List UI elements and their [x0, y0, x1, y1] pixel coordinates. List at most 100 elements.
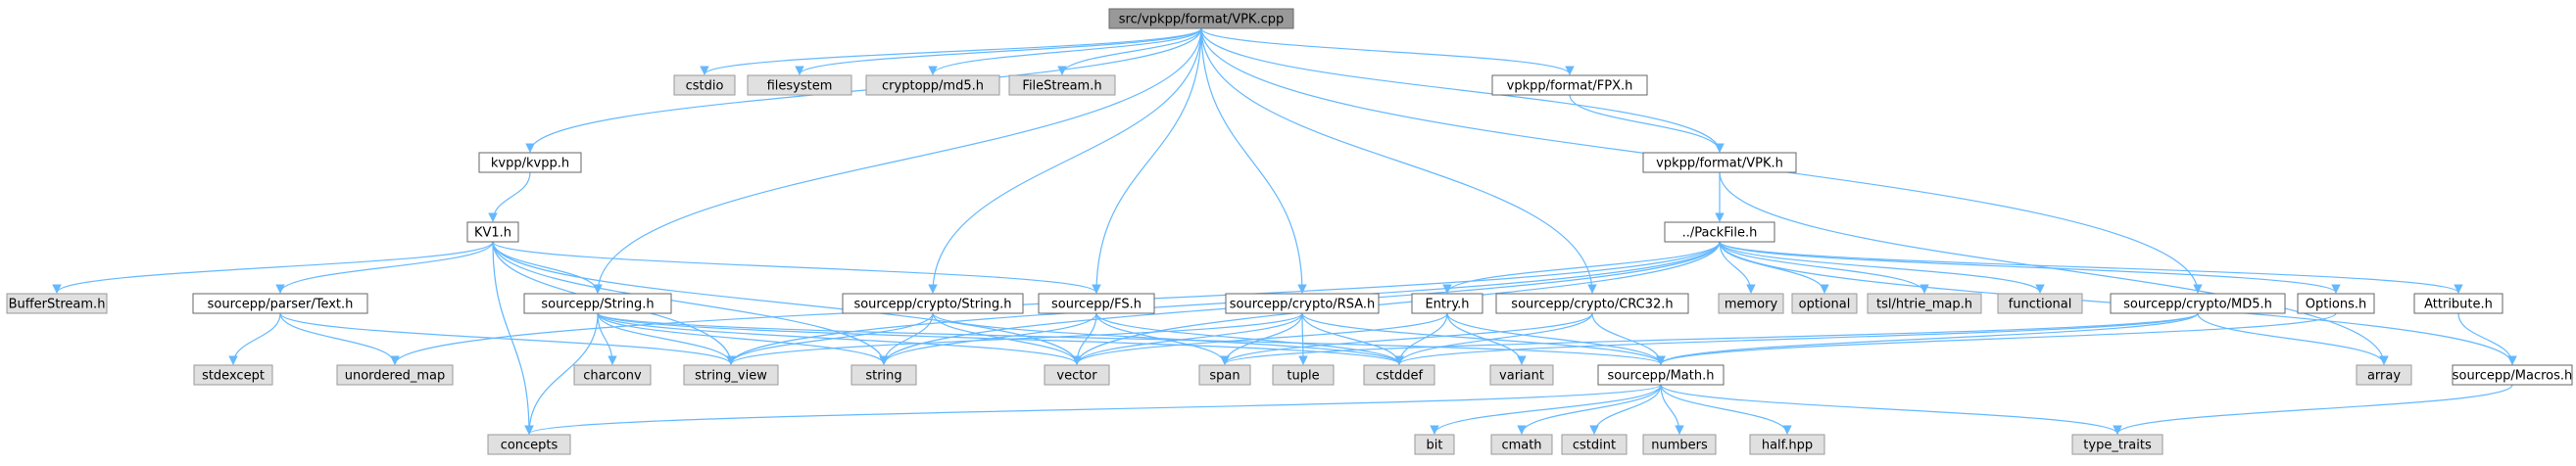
node-label: tuple [1287, 369, 1319, 384]
node-label: functional [2009, 298, 2072, 312]
node-label: variant [1499, 369, 1544, 384]
include-edge-crypto_string-to-string_view [726, 312, 934, 365]
node-box [673, 74, 736, 96]
include-edge-entry_h-to-vector [1072, 312, 1448, 365]
node-box [1038, 293, 1155, 314]
node-label: cmath [1501, 439, 1541, 453]
include-edge-vpk_cpp-to-filesystem [795, 27, 1202, 75]
node-sp_string[interactable]: sourcepp/String.h [523, 293, 672, 314]
node-label: vpkpp/format/VPK.h [1656, 157, 1783, 171]
node-box [2413, 293, 2503, 314]
node-cstdint: cstdint [1561, 434, 1628, 455]
node-kv1_h[interactable]: KV1.h [466, 221, 519, 243]
node-label: bit [1427, 439, 1443, 453]
node-rsa_h[interactable]: sourcepp/crypto/RSA.h [1225, 293, 1380, 314]
node-vpk_h[interactable]: vpkpp/format/VPK.h [1642, 152, 1797, 173]
node-cstddef: cstddef [1363, 364, 1435, 386]
node-box [1642, 434, 1717, 455]
node-fs_h[interactable]: sourcepp/FS.h [1038, 293, 1155, 314]
node-unordered_map: unordered_map [336, 364, 454, 386]
include-edge-sp_string-to-charconv [597, 312, 617, 365]
node-label: BufferStream.h [9, 298, 106, 312]
node-htrie: tsl/htrie_map.h [1867, 293, 1982, 314]
node-label: half.hpp [1762, 439, 1813, 453]
node-crypto_string[interactable]: sourcepp/crypto/String.h [842, 293, 1024, 314]
node-label: sourcepp/FS.h [1051, 298, 1142, 312]
include-edge-math_h-to-concepts [524, 384, 1662, 435]
include-edge-kv1_h-to-fs_h [492, 241, 1101, 294]
include-edge-packfile_h-to-memory [1719, 241, 1756, 294]
include-edge-sp_string-to-string_view [597, 312, 736, 365]
node-options_h[interactable]: Options.h [2297, 293, 2375, 314]
node-entry_h[interactable]: Entry.h [1411, 293, 1483, 314]
node-box [466, 221, 519, 243]
node-math_h[interactable]: sourcepp/Math.h [1597, 364, 1725, 386]
node-box [1997, 293, 2083, 314]
node-label: numbers [1651, 439, 1708, 453]
include-edge-vpk_cpp-to-fs_h [1092, 27, 1202, 294]
node-variant: variant [1489, 364, 1554, 386]
include-edge-rsa_h-to-tuple [1298, 312, 1308, 365]
node-filestream: FileStream.h [1008, 74, 1116, 96]
include-edge-parser_text-to-string_view [279, 312, 736, 365]
node-label: concepts [501, 439, 559, 453]
include-edge-fs_h-to-span [1095, 312, 1230, 365]
node-macros_h[interactable]: sourcepp/Macros.h [2452, 364, 2573, 386]
node-concepts: concepts [487, 434, 571, 455]
node-label: vector [1056, 369, 1097, 384]
node-type_traits: type_traits [2071, 434, 2163, 455]
include-edge-kv1_h-to-string [492, 241, 889, 365]
include-edge-math_h-to-cmath [1517, 384, 1662, 435]
node-box [747, 74, 852, 96]
node-crc32_h[interactable]: sourcepp/crypto/CRC32.h [1495, 293, 1689, 314]
node-box [1749, 434, 1825, 455]
node-label: array [2367, 369, 2401, 384]
include-edge-vpk_cpp-to-fpx_h [1200, 27, 1575, 75]
node-md5: cryptopp/md5.h [865, 74, 1000, 96]
node-box [1597, 364, 1725, 386]
node-attribute_h[interactable]: Attribute.h [2413, 293, 2503, 314]
node-array: array [2356, 364, 2412, 386]
node-label: span [1209, 369, 1239, 384]
include-edge-vpk_cpp-to-rsa_h [1200, 27, 1307, 294]
node-box [1718, 293, 1784, 314]
include-edge-fs_h-to-cstddef [1095, 312, 1404, 365]
node-md5_h[interactable]: sourcepp/crypto/MD5.h [2110, 293, 2286, 314]
include-edge-parser_text-to-stdexcept [228, 312, 281, 365]
node-numbers: numbers [1642, 434, 1717, 455]
include-edge-attribute_h-to-macros_h [2457, 312, 2517, 365]
node-label: sourcepp/Math.h [1608, 369, 1715, 384]
node-label: string_view [695, 369, 767, 384]
node-box [1225, 293, 1380, 314]
node-kvpp_h[interactable]: kvpp/kvpp.h [478, 152, 582, 173]
node-fpx_h[interactable]: vpkpp/format/FPX.h [1491, 74, 1648, 96]
include-edge-packfile_h-to-attribute_h [1719, 241, 2463, 294]
node-label: cryptopp/md5.h [882, 79, 984, 94]
node-box [1664, 221, 1775, 243]
node-layer: src/vpkpp/format/VPK.cpp cstdio filesystem… [6, 8, 2573, 455]
node-label: cstdint [1573, 439, 1616, 453]
node-label: type_traits [2083, 439, 2152, 453]
node-bufferstream: BufferStream.h [6, 293, 108, 314]
node-box [1642, 152, 1797, 173]
node-box [1044, 364, 1110, 386]
node-box [851, 364, 917, 386]
include-edge-kv1_h-to-vector [492, 241, 1082, 365]
node-label: optional [1799, 298, 1851, 312]
node-box [487, 434, 571, 455]
node-filesystem: filesystem [747, 74, 852, 96]
node-box [842, 293, 1024, 314]
node-parser_text[interactable]: sourcepp/parser/Text.h [192, 293, 368, 314]
node-box [2071, 434, 2163, 455]
include-edge-packfile_h-to-vector [1072, 241, 1721, 365]
node-cstdio: cstdio [673, 74, 736, 96]
include-edge-sp_string-to-string [597, 312, 889, 365]
include-edge-kv1_h-to-sp_string [492, 241, 603, 294]
node-label: charconv [583, 369, 642, 384]
node-packfile_h[interactable]: ../PackFile.h [1664, 221, 1775, 243]
include-edge-options_h-to-math_h [1656, 312, 2337, 365]
node-label: memory [1725, 298, 1778, 312]
node-vpk_cpp[interactable]: src/vpkpp/format/VPK.cpp [1108, 8, 1294, 29]
include-edge-packfile_h-to-options_h [1719, 241, 2341, 294]
